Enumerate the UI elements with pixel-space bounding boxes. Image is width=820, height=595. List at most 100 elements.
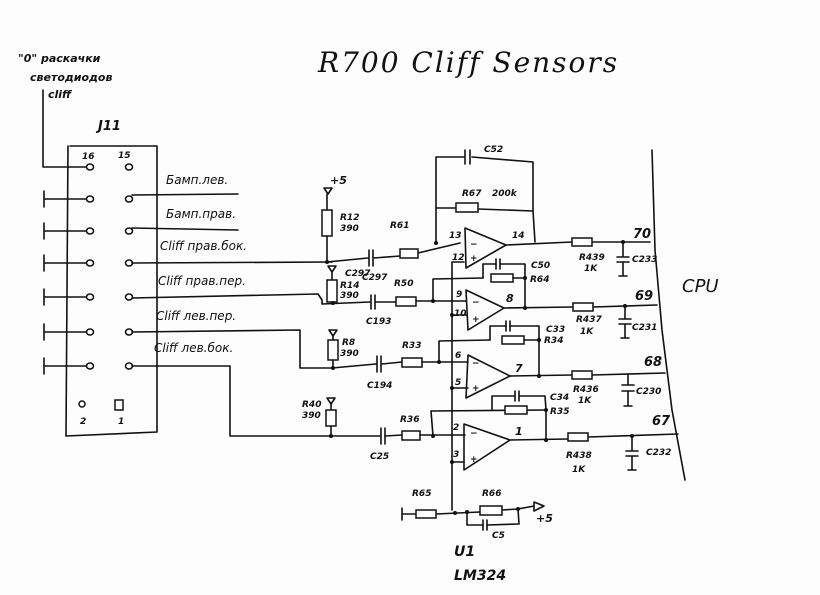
pullup-value-4: 390: [302, 411, 321, 421]
cpu-pin-2: 69: [635, 289, 653, 304]
signal-label-bump-right: Бамп.прав.: [166, 207, 236, 221]
opamp-4: [463, 423, 511, 471]
pin-out-1: 14: [512, 231, 525, 241]
output-wire-4: [509, 433, 679, 441]
connector-pin-15: 15: [118, 151, 131, 161]
feedback-res-name-4: R35: [550, 407, 569, 417]
connector-pin-left: [85, 328, 95, 336]
channel-1: +5 R12 390 C297 R61 C52 R67 200k − + 13 …: [321, 145, 657, 283]
opamp-2: [465, 289, 505, 331]
wire-bump-left: [131, 193, 239, 196]
opamp-plus-3: +: [472, 384, 480, 394]
pin-out-3: 7: [515, 362, 523, 375]
pullup-resistor-1: [321, 209, 333, 237]
filter-cap-label-3: C230: [636, 387, 661, 397]
channel-3: R8 390 C194 R33 C33 R34 − + 6 5 7 R436 1…: [327, 320, 666, 407]
res-out-value-4: 1K: [572, 465, 586, 475]
feedback-capacitor-3: [505, 320, 511, 332]
signal-label-cliff-left-front: Cliff лев.пер.: [156, 309, 236, 323]
filter-capacitor-4: [625, 435, 639, 471]
opamp-minus-3: −: [472, 359, 480, 369]
note-line-2: светодиодов: [30, 71, 112, 84]
signal-label-cliff-right-side: Cliff прав.бок.: [160, 239, 247, 253]
connector-pin-right: [124, 293, 134, 301]
res-out-value-2: 1K: [580, 327, 594, 337]
junction: [450, 313, 454, 317]
schematic-title: R700 Cliff Sensors: [317, 46, 619, 79]
input-resistor-3: [401, 357, 423, 368]
feedback-wire-2: [432, 277, 484, 302]
note-line-3: cliff: [48, 88, 73, 101]
input-resistor-2: [395, 296, 417, 307]
res-out-name-3: R436: [573, 385, 599, 395]
cap-in-label-4: C25: [370, 452, 389, 462]
bias-taps: [451, 314, 469, 463]
feedback-capacitor-1: [464, 149, 471, 165]
res-in-label-1: R61: [390, 221, 409, 231]
channel-2: R14 390 C297 C193 R50 C50 R64 − + 9 10 8…: [321, 258, 658, 339]
feedback-res-wire-2: [512, 277, 526, 309]
filter-capacitor-3: [621, 373, 635, 407]
connector-pin-left: [85, 362, 95, 370]
chip-ref: U1: [454, 544, 475, 560]
input-wire-4: [330, 434, 403, 437]
feedback-cap-label-4: C34: [550, 393, 569, 403]
feedback-cap-wire-2: [482, 263, 526, 279]
feedback-res-name-3: R34: [544, 336, 563, 346]
bias-capacitor: [482, 519, 488, 531]
pin-inv-4: 2: [453, 423, 459, 433]
cpu-label: CPU: [682, 276, 719, 297]
supply-arrow-icon: [327, 265, 337, 273]
junction: [331, 301, 335, 305]
bias-supply-label: +5: [536, 512, 553, 525]
pin-noninv-1: 12: [452, 253, 465, 263]
opamp-plus-2: +: [472, 315, 480, 325]
feedback-res-value-1: 200k: [492, 189, 518, 199]
cpu-pin-1: 70: [633, 227, 651, 242]
ground-stub: [43, 254, 87, 272]
res-out-value-3: 1K: [578, 396, 592, 406]
feedback-resistor-1: [455, 202, 479, 213]
wire-cliff-right-front: [131, 293, 323, 303]
opamp-1: [464, 227, 507, 269]
feedback-cap-label-2: C50: [531, 261, 550, 271]
feedback-cap-label-3: C33: [546, 325, 565, 335]
pullup-resistor-3: [327, 339, 339, 361]
ground-stub: [43, 288, 87, 306]
feedback-res-name-1: R67: [462, 189, 482, 199]
input-capacitor-3: [376, 355, 382, 373]
connector-pin-left: [85, 227, 95, 235]
feedback-resistor-3: [501, 335, 525, 345]
bias-divider: R65 R66 C5 +5: [401, 489, 553, 541]
ground-stub: [43, 222, 87, 240]
feedback-res-wire-3: [523, 339, 540, 377]
cpu-pin-4: 67: [652, 414, 671, 429]
input-wire-1: [326, 255, 401, 263]
bias-resistor-low: [415, 509, 437, 519]
res-in-label-3: R33: [402, 341, 421, 351]
input-capacitor-1: [368, 249, 374, 267]
connector-pin-2-pad: [78, 400, 86, 408]
feedback-wire-3: [438, 339, 491, 363]
note-line-1: "0" раскачки: [18, 52, 101, 65]
output-resistor-3: [571, 370, 593, 380]
connector-pins: [43, 163, 134, 411]
res-out-name-1: R439: [579, 253, 605, 263]
supply-arrow-icon: [533, 501, 545, 512]
led-wire: [42, 89, 91, 168]
junction: [331, 366, 335, 370]
connector-pin-left: [85, 293, 95, 301]
wire-to-inv-1: [417, 242, 461, 254]
filter-cap-label-4: C232: [646, 448, 671, 458]
connector-body: [65, 145, 158, 437]
pin-inv-2: 9: [456, 290, 462, 300]
input-capacitor-4: [380, 427, 386, 445]
bias-r-high-label: R66: [482, 489, 501, 499]
res-out-name-2: R437: [576, 315, 602, 325]
signal-label-cliff-right-front: Cliff прав.пер.: [158, 274, 246, 288]
res-in-label-4: R36: [400, 415, 419, 425]
opamp-plus-4: +: [470, 455, 478, 465]
pullup-resistor-2: [326, 279, 338, 303]
feedback-cap-wire-3: [489, 325, 540, 341]
